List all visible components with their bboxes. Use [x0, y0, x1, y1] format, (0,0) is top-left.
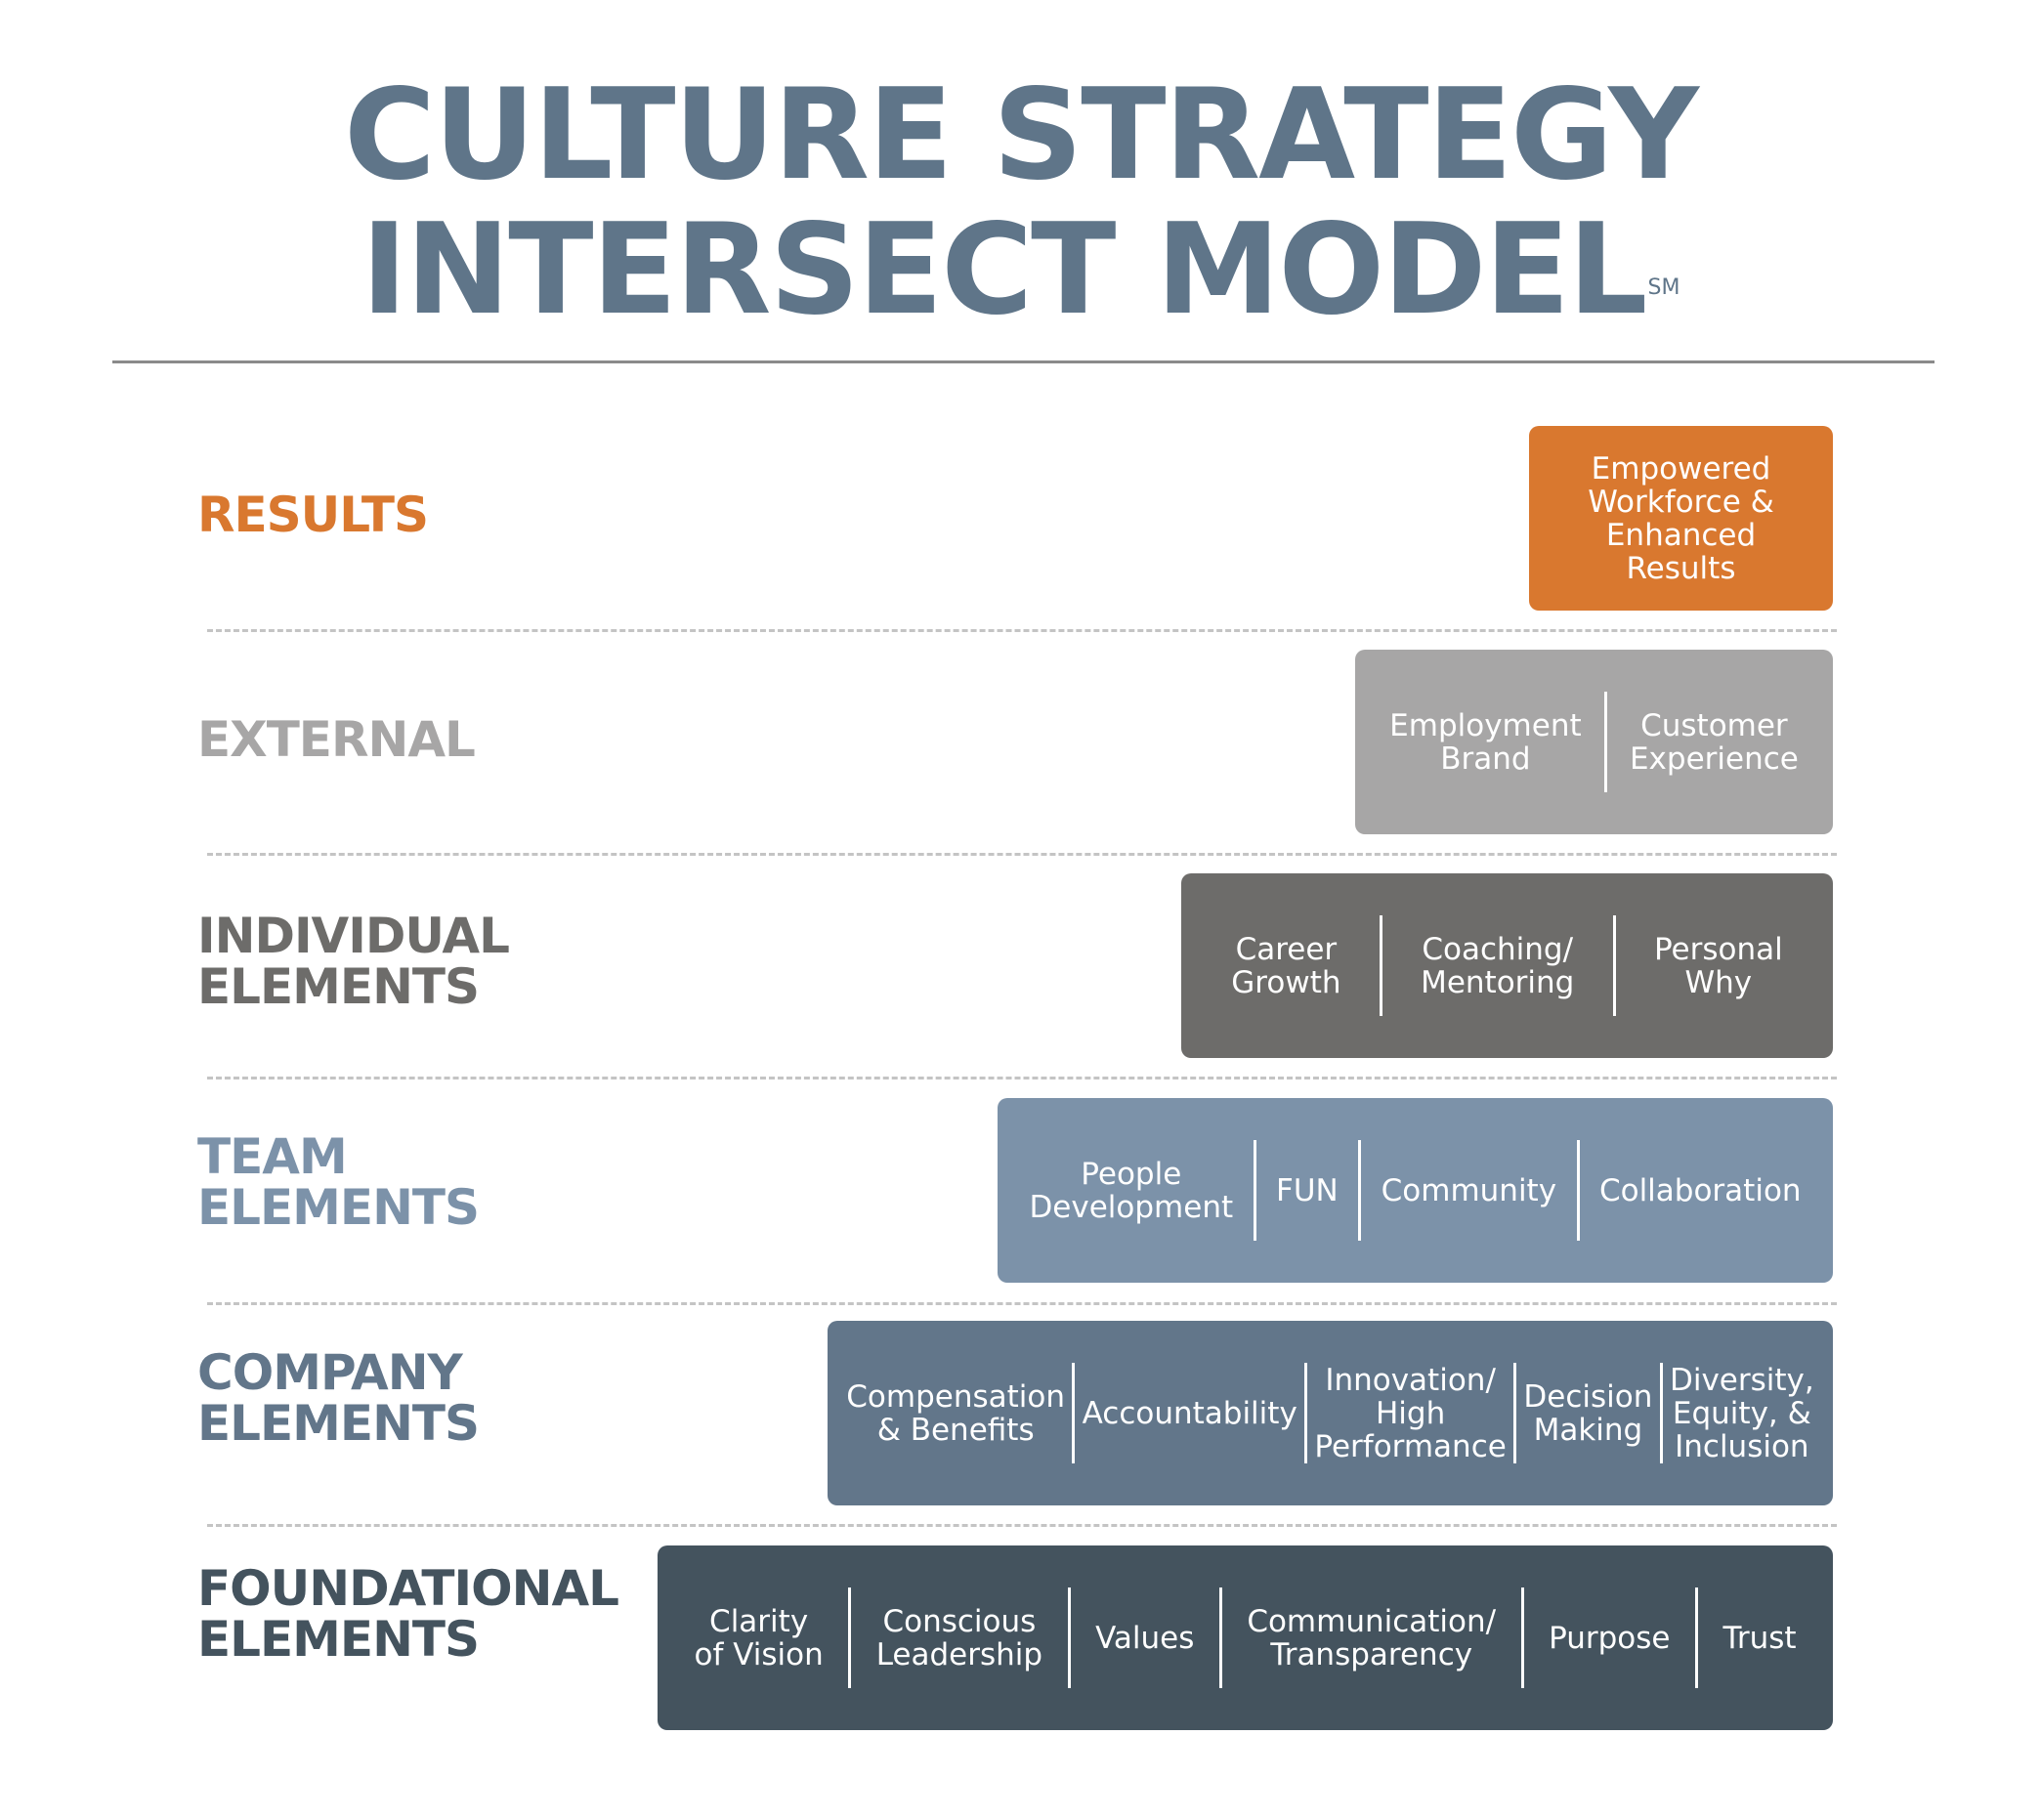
cell-separator [1520, 1587, 1524, 1688]
service-mark: SM [1647, 275, 1680, 300]
cell-separator [1304, 1363, 1308, 1463]
element-cell: Community [1381, 1172, 1557, 1208]
element-cell: Clarity of Vision [694, 1603, 824, 1672]
title-line-2: INTERSECT MODELSM [0, 203, 2041, 338]
cell-separator [1067, 1587, 1071, 1688]
cell-separator [1576, 1140, 1580, 1241]
cell-separator [1218, 1587, 1222, 1688]
tier-label-line: FOUNDATIONAL [197, 1560, 619, 1617]
element-cell: Compensation & Benefits [846, 1378, 1066, 1448]
element-cell: Personal Why [1653, 931, 1783, 1000]
element-cell: People Development [1029, 1156, 1234, 1225]
cell-separator [1612, 915, 1616, 1016]
cell-separator [1603, 692, 1607, 792]
element-cell: Diversity, Equity, & Inclusion [1669, 1362, 1814, 1464]
element-cell: Trust [1722, 1620, 1797, 1656]
tier-block-results: Empowered Workforce & Enhanced Results [1529, 426, 1833, 611]
title-rule [112, 360, 1935, 363]
element-cell: FUN [1276, 1172, 1339, 1208]
tier-label-company: COMPANY ELEMENTS [197, 1305, 480, 1491]
tier-block-company: Compensation & Benefits Accountability I… [828, 1321, 1833, 1505]
tier-label-line: TEAM [197, 1128, 348, 1185]
tier-label-individual: INDIVIDUAL ELEMENTS [197, 868, 510, 1054]
tier-label-foundational: FOUNDATIONAL ELEMENTS [197, 1521, 619, 1707]
tier-divider [207, 853, 1837, 856]
element-cell: Career Growth [1231, 931, 1341, 1000]
tier-block-team: People Development FUN Community Collabo… [998, 1098, 1833, 1283]
element-cell: Coaching/ Mentoring [1421, 931, 1575, 1000]
cell-separator [1694, 1587, 1698, 1688]
element-cell: Values [1095, 1620, 1195, 1656]
cell-separator [1513, 1363, 1517, 1463]
tier-label-line: COMPANY [197, 1344, 463, 1401]
tier-divider [207, 1077, 1837, 1079]
tier-label-team: TEAM ELEMENTS [197, 1089, 480, 1275]
tier-label-line: INDIVIDUAL [197, 908, 510, 964]
element-cell: Conscious Leadership [875, 1603, 1043, 1672]
cell-separator [1659, 1363, 1663, 1463]
tier-block-foundational: Clarity of Vision Conscious Leadership V… [658, 1545, 1833, 1730]
tier-divider [207, 629, 1837, 632]
element-cell: Purpose [1549, 1620, 1671, 1656]
element-cell: Employment Brand [1389, 707, 1582, 777]
cell-separator [1358, 1140, 1362, 1241]
cell-separator [1379, 915, 1382, 1016]
title-line-1: CULTURE STRATEGY [344, 63, 1699, 208]
tier-label-line: ELEMENTS [197, 1179, 480, 1236]
tier-label-line: ELEMENTS [197, 1611, 480, 1668]
tier-divider [207, 1302, 1837, 1305]
tier-label-line: RESULTS [197, 487, 429, 543]
tier-label-results: RESULTS [197, 422, 429, 608]
element-cell: Empowered Workforce & Enhanced Results [1588, 450, 1774, 586]
diagram-title: CULTURE STRATEGY INTERSECT MODELSM [0, 68, 2041, 338]
tier-block-individual: Career Growth Coaching/ Mentoring Person… [1181, 873, 1833, 1058]
element-cell: Decision Making [1523, 1378, 1653, 1448]
tier-block-external: Employment Brand Customer Experience [1355, 650, 1833, 834]
tier-label-line: EXTERNAL [197, 711, 476, 768]
element-cell: Customer Experience [1629, 707, 1799, 777]
cell-separator [848, 1587, 852, 1688]
title-line-2-text: INTERSECT MODEL [361, 197, 1648, 343]
element-cell: Innovation/ High Performance [1314, 1362, 1507, 1464]
tier-label-line: ELEMENTS [197, 958, 480, 1015]
tier-label-line: ELEMENTS [197, 1395, 480, 1452]
cell-separator [1072, 1363, 1076, 1463]
cell-separator [1253, 1140, 1256, 1241]
tier-label-external: EXTERNAL [197, 647, 476, 832]
element-cell: Collaboration [1598, 1172, 1802, 1208]
element-cell: Communication/ Transparency [1247, 1603, 1497, 1672]
tier-divider [207, 1524, 1837, 1527]
element-cell: Accountability [1082, 1395, 1297, 1431]
